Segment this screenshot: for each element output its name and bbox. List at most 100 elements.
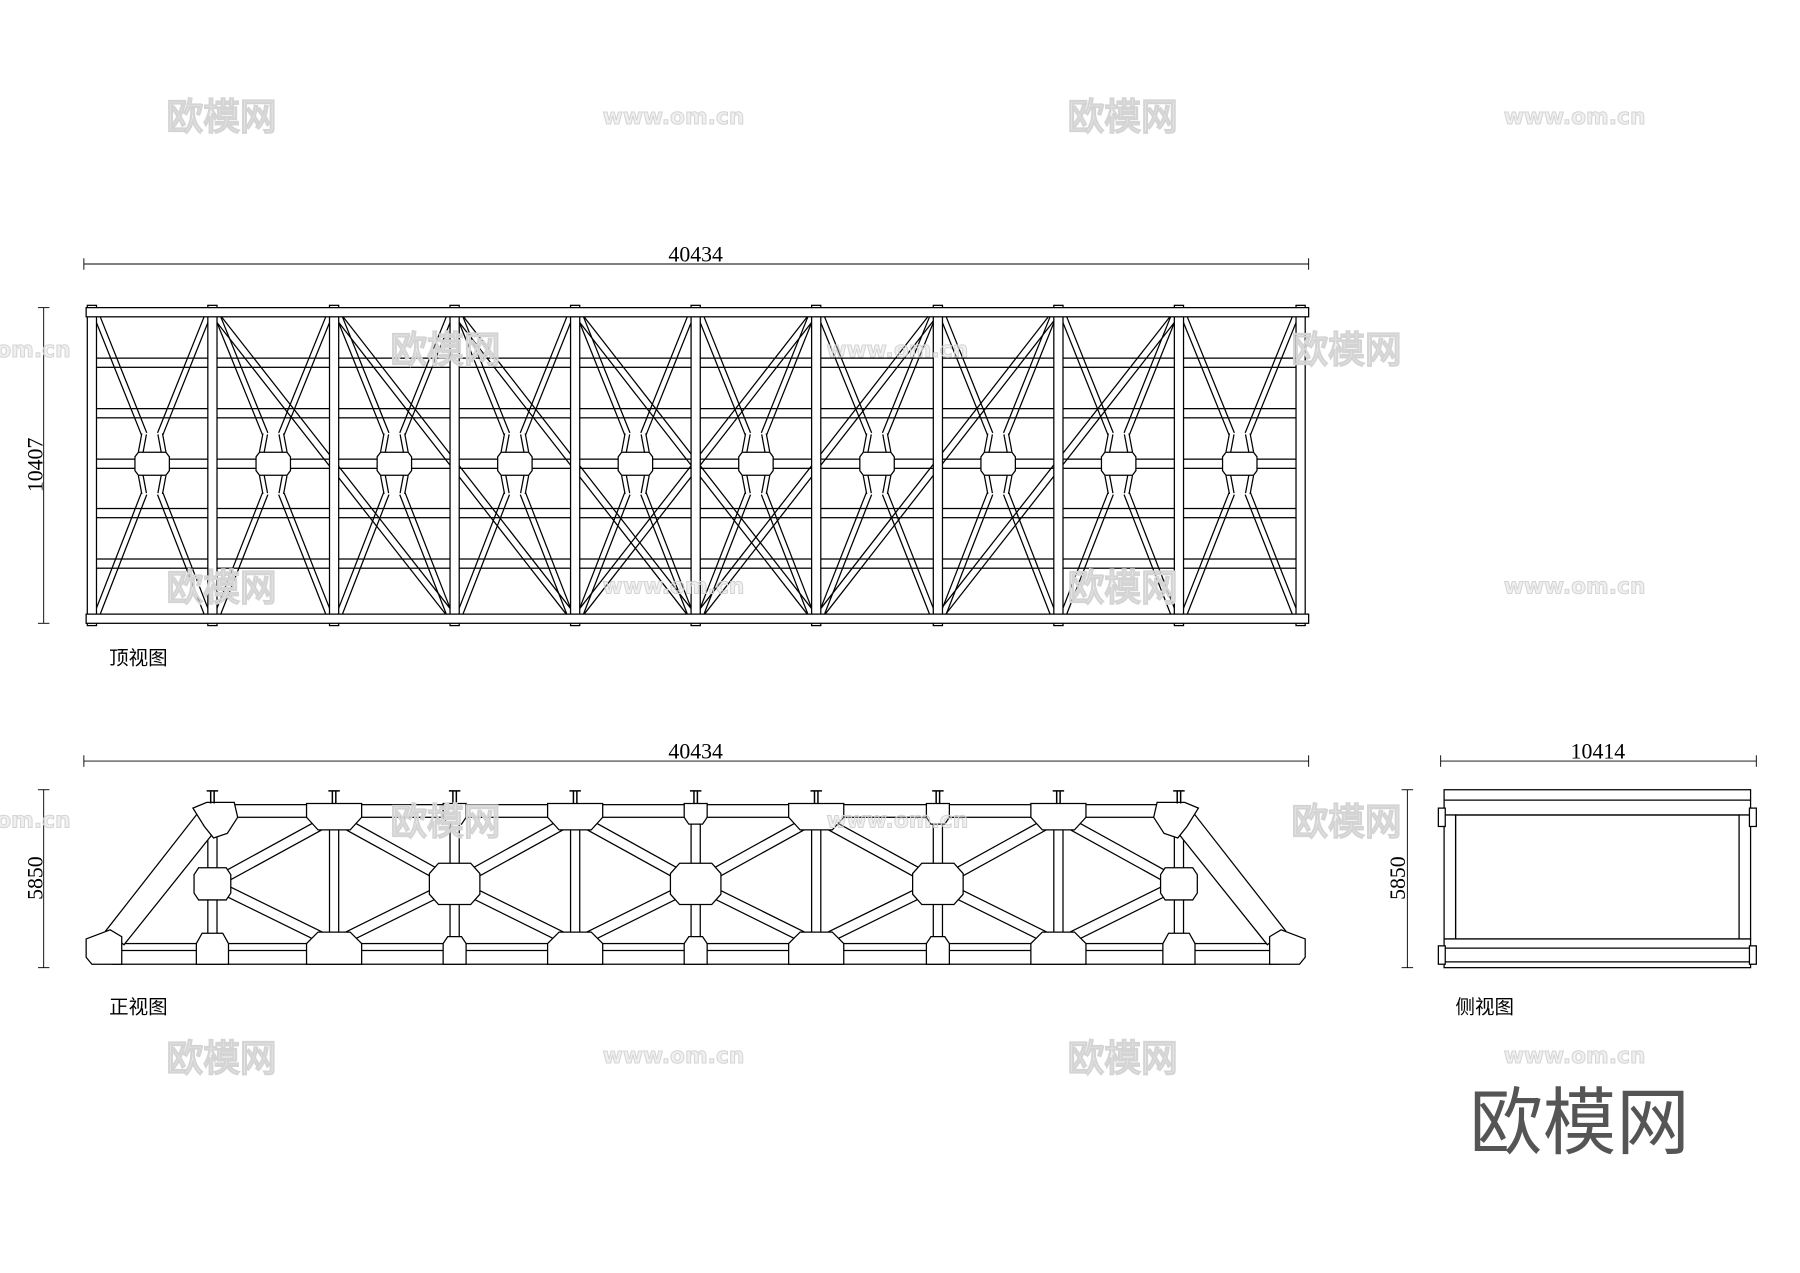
front-view-height-dimension [37, 789, 50, 969]
top-view-lateral-brace [399, 474, 409, 495]
front-view-diagonal [209, 812, 337, 889]
front-view-vertical [810, 817, 822, 944]
top-view-lateral-brace [156, 492, 210, 615]
top-view-bracing-node [1100, 451, 1137, 476]
side-view-bracket [1748, 807, 1757, 828]
top-view-lateral-brace [741, 433, 751, 453]
top-view-lateral-brace [862, 474, 872, 495]
front-view-middle-node [911, 862, 964, 906]
top-view-lateral-brace [940, 316, 994, 436]
top-view-post [449, 304, 460, 627]
top-view-length-value: 40434 [668, 243, 723, 267]
top-view-lateral-brace [640, 492, 694, 615]
top-view-lateral-brace [258, 433, 269, 453]
top-view-lateral-brace [1244, 474, 1255, 495]
top-view-lateral-brace [818, 492, 873, 615]
side-view-right-post [1738, 814, 1752, 940]
side-view: 10414 5850 侧视图 [1386, 740, 1757, 1019]
top-view-lateral-brace [761, 433, 771, 453]
top-view-lateral-brace [640, 316, 694, 436]
top-view-lateral-brace [258, 474, 269, 495]
watermark-site: www.om.cn [0, 809, 71, 834]
top-view-lateral-brace [1123, 492, 1177, 615]
front-view-bearing-pad [1268, 929, 1306, 965]
front-view-bottom-gusset [546, 931, 604, 965]
front-view-bottom-gusset [925, 936, 950, 965]
top-view-lateral-brace [621, 433, 631, 453]
top-view-lateral-brace [1104, 433, 1114, 453]
top-view: 40434 10407 顶视图 [24, 243, 1310, 670]
top-view-lateral-brace [1060, 316, 1114, 436]
front-view-deck-marker [206, 790, 219, 804]
front-view-length-value: 40434 [668, 740, 723, 764]
top-view-lateral-brace [156, 316, 210, 436]
top-view-post [1295, 304, 1306, 627]
top-view-lateral-brace [1123, 316, 1177, 436]
front-view-length-dimension [83, 755, 1310, 767]
top-view-lateral-brace [741, 474, 751, 495]
top-view-lateral-brace [760, 316, 814, 436]
top-view-bracing-node [255, 451, 292, 476]
watermark-brand: 欧模网 [1291, 801, 1401, 844]
front-view-top-gusset [788, 802, 845, 831]
top-view-title: 顶视图 [109, 647, 168, 670]
side-view-bracket [1748, 945, 1757, 965]
top-view-lateral-brace [500, 474, 510, 495]
top-view-lateral-brace [94, 492, 148, 615]
watermark-brand: 欧模网 [390, 329, 500, 372]
front-view-height-value: 5850 [24, 856, 48, 900]
front-view-deck-marker [448, 790, 461, 804]
top-view-lateral-brace [379, 433, 390, 453]
front-view-diagonal [1055, 812, 1182, 889]
top-view-lateral-brace [760, 492, 814, 615]
top-view-lateral-brace [940, 492, 994, 615]
top-view-lateral-brace [1104, 474, 1114, 495]
top-view-lateral-brace [577, 316, 631, 436]
top-view-lateral-brace [1244, 433, 1255, 453]
front-view-middle-node [1159, 867, 1198, 901]
top-view-lateral-brace [882, 433, 892, 453]
front-view-top-gusset [442, 802, 467, 825]
top-view-lateral-brace [399, 433, 409, 453]
top-view-lateral-brace [157, 474, 167, 495]
front-view-top-gusset [1030, 802, 1087, 831]
front-view-middle-node [669, 862, 722, 906]
watermark-brand: 欧模网 [1291, 329, 1401, 372]
top-view-lateral-brace [1244, 316, 1299, 436]
top-view-lateral-brace [761, 474, 771, 495]
top-view-lateral-brace [94, 316, 148, 436]
top-view-lateral-brace [621, 474, 631, 495]
top-view-lateral-brace [983, 474, 994, 495]
top-view-lateral-brace [520, 433, 530, 453]
watermark-site: www.om.cn [603, 574, 745, 599]
front-view-bottom-gusset [788, 931, 845, 965]
side-view-bracket [1437, 807, 1446, 828]
side-view-structure [1437, 789, 1757, 969]
front-view-top-gusset [683, 802, 708, 825]
top-view-lateral-brace [577, 492, 631, 615]
top-view-lateral-brace [1181, 492, 1235, 615]
top-view-lateral-brace [862, 433, 872, 453]
top-view-lateral-brace [278, 474, 288, 495]
top-view-lateral-brace [1003, 474, 1013, 495]
top-view-bottom-chord [85, 613, 1310, 624]
top-view-bracing-node [859, 451, 895, 476]
watermark-site: www.om.cn [603, 105, 745, 130]
front-view-structure [85, 790, 1306, 965]
top-view-lateral-brace [278, 433, 288, 453]
side-view-bracket [1437, 945, 1446, 965]
top-view-post [1053, 304, 1064, 627]
watermark-brand: 欧模网 [1068, 1037, 1178, 1080]
top-view-lateral-brace [698, 316, 752, 436]
watermark-brand: 欧模网 [1068, 566, 1178, 609]
top-view-lateral-brace [1244, 492, 1299, 615]
front-view-top-gusset [925, 802, 950, 825]
top-view-post [569, 304, 581, 627]
front-view-bearing-pad [85, 929, 123, 965]
top-view-post [328, 304, 340, 627]
watermarks: 欧模网 www.om.cn 欧模网 www.om.cn www.om.cn 欧模… [0, 95, 1646, 1080]
top-view-lateral-brace [399, 316, 453, 436]
watermark-brand: 欧模网 [1068, 96, 1178, 139]
watermark-site: www.om.cn [1504, 105, 1646, 130]
top-view-lateral-brace [983, 433, 994, 453]
